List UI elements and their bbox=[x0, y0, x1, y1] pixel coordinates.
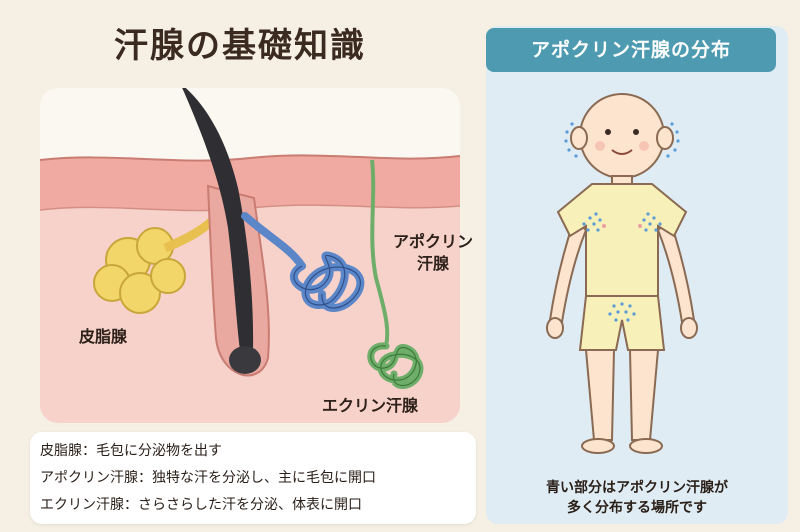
caption-line1: 青い部分はアポクリン汗腺が bbox=[546, 480, 728, 496]
label-sebaceous-gland: 皮脂腺 bbox=[79, 327, 128, 346]
skin-diagram-svg bbox=[40, 88, 460, 423]
legend-item-sebaceous: 皮脂腺：毛包に分泌物を出す bbox=[40, 443, 222, 459]
epidermis bbox=[40, 155, 460, 211]
label-apocrine-line1: アポクリン bbox=[392, 232, 473, 251]
sebaceous-gland-icon bbox=[93, 212, 222, 314]
legend-box: 皮脂腺：毛包に分泌物を出す アポクリン汗腺：独特な汗を分泌し、主に毛包に開口 エ… bbox=[30, 432, 476, 524]
hair-follicle-icon bbox=[182, 88, 270, 377]
page-title: 汗腺の基礎知識 bbox=[114, 26, 366, 66]
distribution-caption: 青い部分はアポクリン汗腺が 多く分布する場所です bbox=[486, 478, 788, 518]
label-apocrine-line2: 汗腺 bbox=[416, 254, 449, 273]
distribution-title: アポクリン汗腺の分布 bbox=[486, 28, 776, 72]
label-eccrine-gland: エクリン汗腺 bbox=[322, 396, 419, 415]
label-apocrine-gland: アポクリン 汗腺 bbox=[385, 231, 481, 275]
apocrine-gland-icon bbox=[241, 212, 365, 312]
legend-item-eccrine: エクリン汗腺：さらさらした汗を分泌、体表に開口 bbox=[40, 497, 362, 513]
child-figure-icon bbox=[546, 93, 698, 454]
skin-cross-section bbox=[40, 88, 460, 423]
legend-item-apocrine: アポクリン汗腺：独特な汗を分泌し、主に毛包に開口 bbox=[40, 470, 376, 486]
eccrine-gland-icon bbox=[367, 159, 424, 389]
caption-line2: 多く分布する場所です bbox=[567, 500, 707, 516]
